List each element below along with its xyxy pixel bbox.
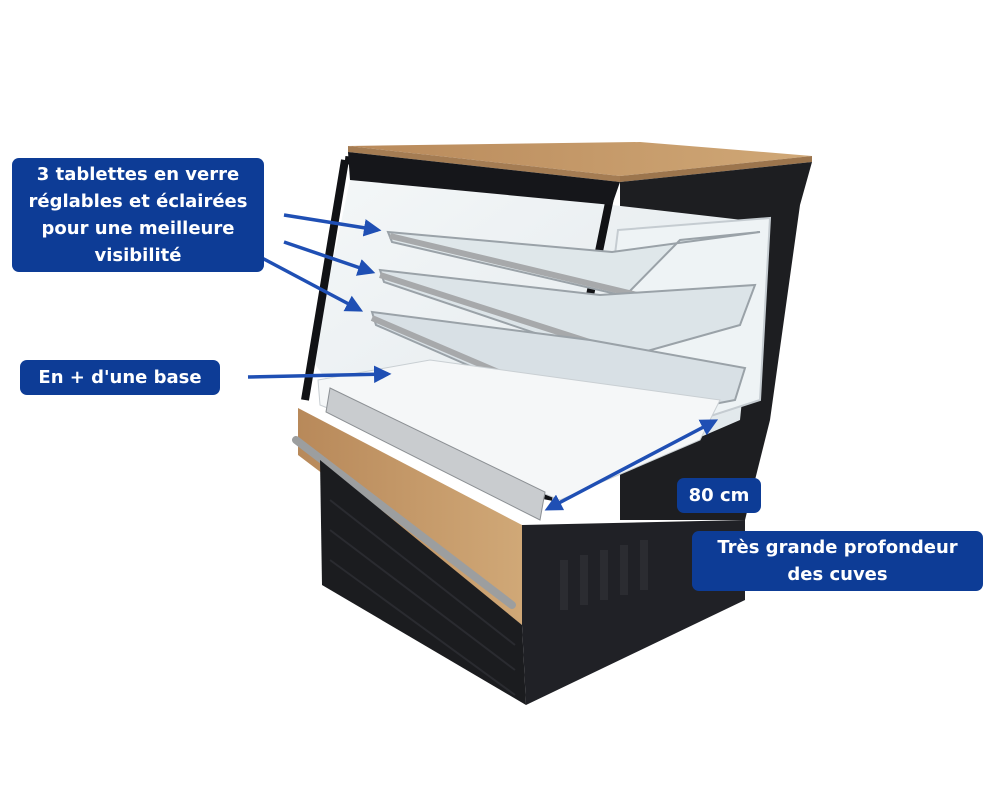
label-depth-description-line-1: Très grande profondeur (717, 537, 958, 558)
ventilation-grille (325, 387, 546, 521)
label-depth-value-line-1: 80 cm (688, 485, 750, 506)
annotation-arrows (247, 213, 719, 511)
arrow-shelf-3 (261, 256, 364, 312)
label-shelves: 3 tablettes en verre réglables et éclair… (12, 158, 264, 272)
arrow-depth (544, 419, 719, 511)
label-shelves-line-3: pour une meilleure (41, 218, 235, 239)
arrow-base (247, 365, 392, 384)
label-shelves-line-4: visibilité (94, 245, 182, 266)
front-handle (292, 436, 516, 609)
label-shelves-line-2: réglables et éclairées (28, 191, 248, 212)
arrow-shelf-2 (283, 240, 376, 276)
label-base-line-1: En + d'une base (38, 367, 202, 388)
shelf-1 (386, 230, 761, 301)
top-header (348, 152, 620, 205)
arrow-shelf-1 (283, 213, 382, 237)
lower-cabinet (320, 460, 745, 705)
label-depth-description: Très grande profondeur des cuves (692, 531, 983, 591)
label-shelves-line-1: 3 tablettes en verre (36, 164, 240, 185)
label-depth-description-line-2: des cuves (787, 564, 888, 585)
wooden-top (348, 142, 812, 182)
label-depth-value: 80 cm (677, 478, 761, 513)
label-base: En + d'une base (20, 360, 220, 395)
